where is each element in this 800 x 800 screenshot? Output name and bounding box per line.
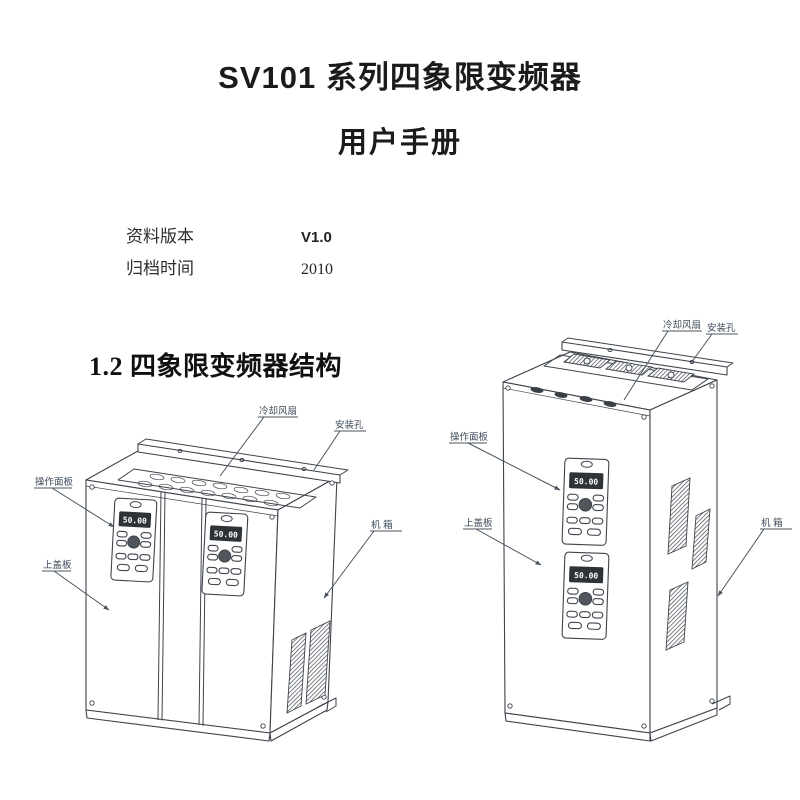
keypad-knob xyxy=(127,535,141,549)
label-mounting-hole: 安装孔 xyxy=(707,322,736,334)
keypad: 50.00 xyxy=(110,497,158,583)
meta-row-archive-date: 归档时间 2010 xyxy=(126,254,333,286)
label-operation-panel: 操作面板 xyxy=(35,476,74,488)
side-vent xyxy=(665,581,689,651)
keypad-knob xyxy=(578,497,593,512)
cooling-fan-grille xyxy=(117,468,317,509)
page-title: SV101 系列四象限变频器 xyxy=(218,60,582,95)
label-top-cover: 上盖板 xyxy=(43,559,72,571)
keypad: 50.00 xyxy=(201,511,249,597)
keypad-knob xyxy=(218,549,232,563)
cooling-fan-deck xyxy=(543,353,709,391)
label-operation-panel: 操作面板 xyxy=(450,431,489,443)
keypad-display-value: 50.00 xyxy=(214,529,239,539)
keypad-display xyxy=(569,472,604,490)
label-mounting-hole: 安装孔 xyxy=(335,419,364,431)
left-inverter-figure: 50.00 50.00 冷却风扇 安装孔 操作面板 xyxy=(34,405,402,742)
keypad-display xyxy=(118,511,152,528)
right-figure-callouts: 冷却风扇 安装孔 操作面板 上盖板 机 箱 xyxy=(449,319,792,597)
keypad: 50.00 xyxy=(561,457,610,546)
top-cable-ports xyxy=(530,387,617,407)
keypad-knob xyxy=(578,591,593,606)
side-vent xyxy=(305,620,331,705)
meta-label-version: 资料版本 xyxy=(126,227,194,246)
meta-value-version: V1.0 xyxy=(301,229,332,246)
side-vent xyxy=(691,508,711,570)
meta-label-archive-date: 归档时间 xyxy=(126,259,194,278)
page-subtitle: 用户手册 xyxy=(337,127,462,159)
right-cabinet-line-art xyxy=(502,337,734,742)
label-top-cover: 上盖板 xyxy=(464,517,493,529)
label-chassis: 机 箱 xyxy=(371,519,393,531)
label-chassis: 机 箱 xyxy=(761,517,783,529)
document-meta: 资料版本 V1.0 归档时间 2010 xyxy=(126,222,333,286)
label-cooling-fan: 冷却风扇 xyxy=(663,319,701,331)
keypad-display xyxy=(209,525,243,542)
keypad-display-value: 50.00 xyxy=(123,515,148,525)
keypad-display-value: 50.00 xyxy=(574,477,599,487)
section-heading: 1.2 四象限变频器结构 xyxy=(89,352,343,381)
label-cooling-fan: 冷却风扇 xyxy=(259,405,297,417)
right-inverter-figure: 50.00 50.00 冷却风扇 安装孔 操作面板 xyxy=(449,319,792,742)
keypad-display-value: 50.00 xyxy=(574,571,599,581)
mounting-bracket xyxy=(561,341,728,376)
side-vent xyxy=(667,477,691,555)
keypad-display xyxy=(569,566,604,584)
left-figure-callouts: 冷却风扇 安装孔 操作面板 上盖板 机 箱 xyxy=(34,405,402,611)
mounting-bracket xyxy=(137,443,341,484)
side-vent xyxy=(286,632,307,714)
keypad: 50.00 xyxy=(561,551,610,640)
meta-value-archive-date: 2010 xyxy=(301,261,333,278)
meta-row-version: 资料版本 V1.0 xyxy=(126,222,333,254)
